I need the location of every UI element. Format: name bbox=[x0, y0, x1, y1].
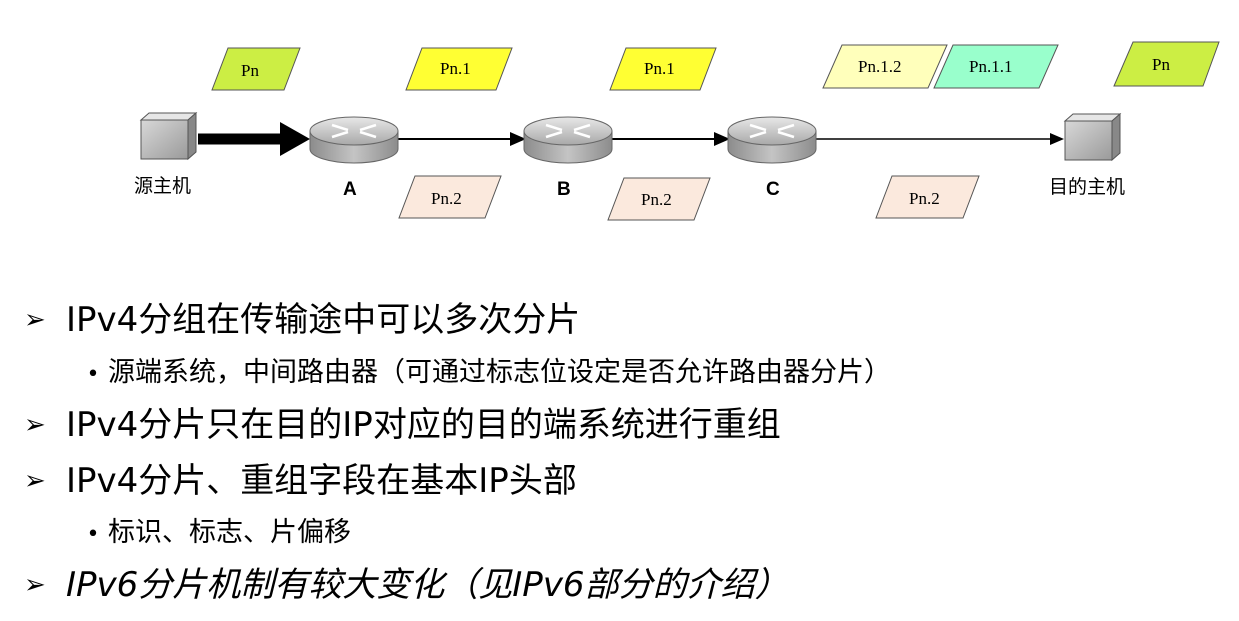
packet-a-top: Pn.1 bbox=[405, 47, 513, 91]
packet-b-top-label: Pn.1 bbox=[644, 59, 675, 78]
bullet-item: ➢ IPv4分片、重组字段在基本IP头部 bbox=[24, 461, 577, 501]
packet-b-bottom-label: Pn.2 bbox=[641, 190, 672, 209]
packet-c-top-1: Pn.1.2 bbox=[822, 44, 948, 89]
arrow-bullet-icon: ➢ bbox=[24, 466, 46, 496]
packet-a-bottom-label: Pn.2 bbox=[431, 189, 462, 208]
dest-host-label: 目的主机 bbox=[1049, 176, 1125, 198]
packet-c-top-2-label: Pn.1.1 bbox=[969, 57, 1012, 76]
sub-bullet-item: • 源端系统，中间路由器（可通过标志位设定是否允许路由器分片） bbox=[78, 356, 892, 392]
bullet-text: IPv4分组在传输途中可以多次分片 bbox=[66, 300, 581, 340]
bullet-text: IPv4分片只在目的IP对应的目的端系统进行重组 bbox=[66, 405, 781, 445]
arrow-bullet-icon: ➢ bbox=[24, 305, 46, 335]
packet-b-bottom: Pn.2 bbox=[607, 177, 711, 221]
packet-c-bottom: Pn.2 bbox=[875, 175, 980, 219]
packet-dest-label: Pn bbox=[1152, 55, 1170, 74]
arrowhead-c-dest bbox=[1050, 133, 1064, 145]
sub-bullet-item: • 标识、标志、片偏移 bbox=[78, 516, 352, 552]
router-b-label: B bbox=[557, 179, 571, 200]
packet-c-top-1-label: Pn.1.2 bbox=[858, 57, 901, 76]
source-host-label: 源主机 bbox=[134, 175, 191, 197]
sub-bullet-text: 源端系统，中间路由器（可通过标志位设定是否允许路由器分片） bbox=[108, 357, 891, 388]
packet-dest: Pn bbox=[1113, 41, 1220, 87]
bullet-item: ➢ IPv4分组在传输途中可以多次分片 bbox=[24, 300, 580, 340]
arrowhead-a-b bbox=[510, 132, 526, 146]
dot-bullet-icon: • bbox=[86, 522, 100, 547]
bullet-item: ➢ IPv4分片只在目的IP对应的目的端系统进行重组 bbox=[24, 405, 781, 445]
dot-bullet-icon: • bbox=[86, 362, 100, 387]
thick-arrowhead bbox=[280, 122, 310, 156]
dest-host-icon bbox=[1063, 112, 1122, 162]
arrow-bullet-icon: ➢ bbox=[24, 570, 46, 600]
arrowhead-b-c bbox=[714, 132, 730, 146]
router-a-icon bbox=[309, 116, 399, 164]
packet-b-top: Pn.1 bbox=[609, 47, 717, 91]
router-b-icon bbox=[523, 116, 613, 164]
links bbox=[198, 122, 1064, 156]
bullet-text: IPv4分片、重组字段在基本IP头部 bbox=[66, 461, 577, 501]
packet-a-top-label: Pn.1 bbox=[440, 59, 471, 78]
sub-bullet-text: 标识、标志、片偏移 bbox=[108, 517, 351, 548]
source-host-icon bbox=[139, 111, 198, 161]
packet-source: Pn bbox=[211, 47, 301, 91]
packet-c-bottom-label: Pn.2 bbox=[909, 189, 940, 208]
router-c-icon bbox=[727, 116, 817, 164]
packet-c-top-2: Pn.1.1 bbox=[933, 44, 1059, 89]
router-c-label: C bbox=[766, 179, 780, 200]
packet-source-label: Pn bbox=[241, 61, 259, 80]
router-a-label: A bbox=[343, 179, 357, 200]
bullet-item: ➢ IPv6分片机制有较大变化（见IPv6部分的介绍） bbox=[24, 565, 789, 605]
bullet-text: IPv6分片机制有较大变化（见IPv6部分的介绍） bbox=[66, 565, 789, 605]
fragmentation-diagram: 源主机 目的主机 A B C Pn bbox=[134, 41, 1220, 221]
packet-a-bottom: Pn.2 bbox=[398, 175, 502, 219]
arrow-bullet-icon: ➢ bbox=[24, 410, 46, 440]
